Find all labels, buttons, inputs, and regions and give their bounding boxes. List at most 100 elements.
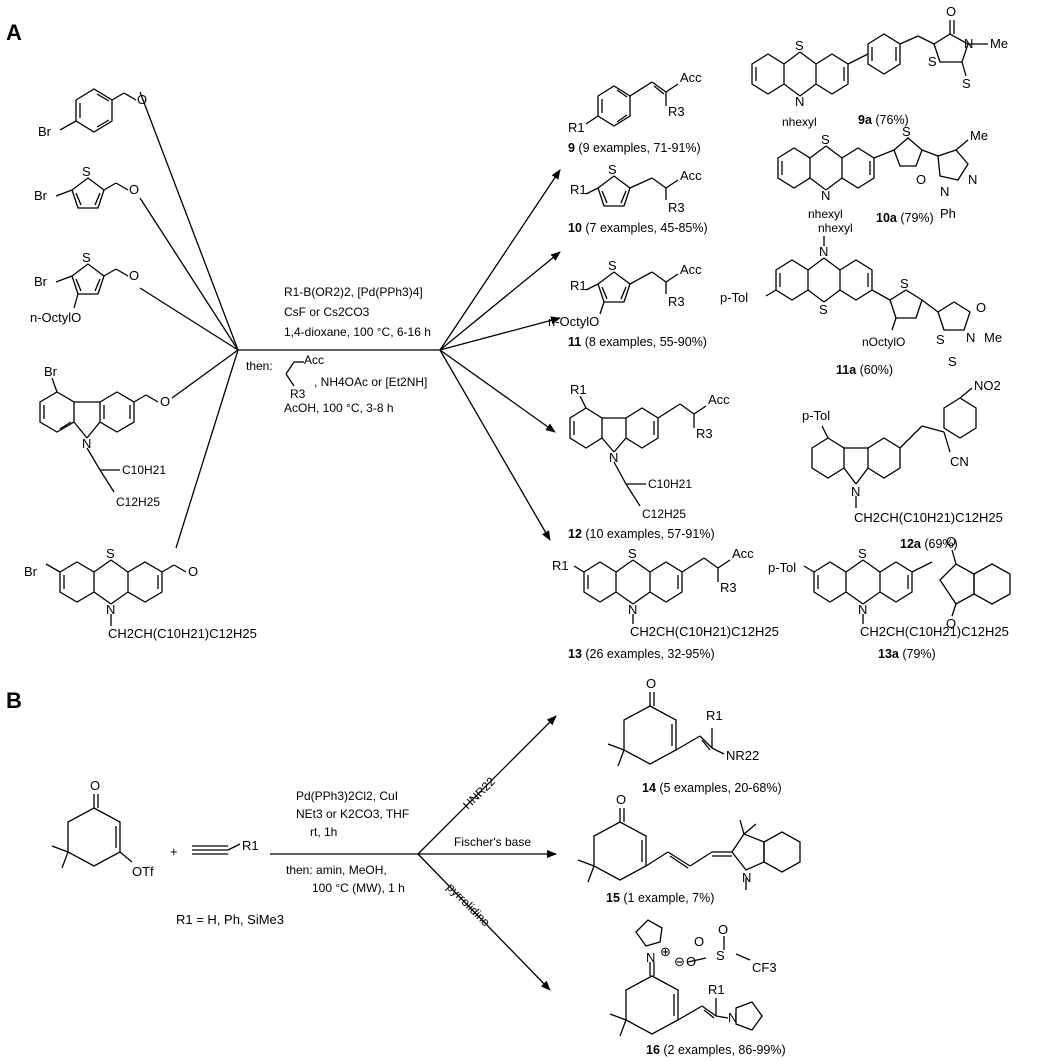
r1-label: R1 [570,382,587,397]
n-label: N [646,950,655,965]
s-label: S [858,546,867,561]
r1-label: R1 [570,182,587,197]
br-label: Br [44,364,58,379]
n-label: N [968,172,977,187]
product-number: 10 [568,221,582,235]
condition-line: R3 [290,387,306,401]
example-number: 13a [878,647,900,661]
s-label: S [821,132,830,147]
product-9: Acc R3 R1 9 (9 examples, 71-91%) [568,70,702,155]
svg-text:10a (79%): 10a (79%) [876,211,934,225]
svg-text:12a (69%): 12a (69%) [900,537,958,551]
r1-label: R1 [708,982,725,997]
svg-text:15 (1 example, 7%): 15 (1 example, 7%) [606,891,714,905]
plus-sign: + [170,844,178,859]
condition-line: Pd(PPh3)2Cl2, CuI [296,789,398,803]
condition-line: Acc [304,353,324,367]
converge-line [139,91,239,351]
product-arrow [439,349,551,541]
example-caption: (60%) [856,363,893,377]
svg-text:10 (7 examples, 45-85%): 10 (7 examples, 45-85%) [568,221,708,235]
example-caption: (79%) [899,647,936,661]
o-label: O [646,676,656,691]
product-caption: (8 examples, 55-90%) [581,335,707,349]
s-label: S [608,258,617,273]
charge-minus: ⊖ [674,954,685,969]
converge-line [139,197,239,351]
n-label: N [851,484,860,499]
s-label: S [716,948,725,963]
condition-line: then: amin, MeOH, [286,863,387,877]
product-caption: (10 examples, 57-91%) [582,527,715,541]
reactant-carbazole: Br O N C10H21 C12H25 [39,364,170,509]
r3-label: R3 [720,580,737,595]
acc-label: Acc [708,392,730,407]
example-12a: p-Tol N NO2 CN CH2CH(C10H21)C12H25 12a (… [802,378,1003,551]
s-label: S [628,546,637,561]
s-label: S [82,250,91,265]
o-label: O [946,616,956,631]
acc-label: Acc [680,70,702,85]
arrow-label-bottom: pyrrolidine [444,880,493,929]
example-10a: S N nhexyl S Me O N N Ph 10a (79%) [777,124,988,225]
n-label: N [628,602,637,617]
o-label: O [160,394,170,409]
o-label: O [718,922,728,937]
o-label: O [916,172,926,187]
product-11: S Acc R3 R1 n-OctylO 11 (8 examples, 55-… [548,258,707,349]
example-9a: S N nhexyl O N Me S S 9a (76%) [751,4,1008,129]
o-label: O [616,792,626,807]
condition-line: CsF or Cs2CO3 [284,305,370,319]
s-label: S [962,76,971,91]
me-label: Me [990,36,1008,51]
example-caption: (69%) [921,537,958,551]
reactant-octyloxy-thiophene: S Br O n-OctylO [30,250,139,325]
example-number: 12a [900,537,922,551]
svg-text:9 (9 examples, 71-91%): 9 (9 examples, 71-91%) [568,141,701,155]
chain-label: CH2CH(C10H21)C12H25 [630,624,779,639]
condition-line: AcOH, 100 °C, 3-8 h [284,401,394,415]
acc-label: Acc [680,262,702,277]
otf-label: OTf [132,864,154,879]
hexyl-label: nhexyl [782,115,817,129]
c10-label: C10H21 [122,463,166,477]
reactant-bromothiophene: S Br O [34,164,139,209]
o-label: O [946,534,956,549]
condition-line: then: [246,359,273,373]
ptol-label: p-Tol [768,560,796,575]
c12-label: C12H25 [116,495,160,509]
example-number: 10a [876,211,898,225]
example-caption: (76%) [872,113,909,127]
s-label: S [82,164,91,179]
n-label: N [819,244,828,259]
o-minus-label: O [686,954,696,969]
example-11a: nhexyl N S p-Tol S nOctylO O N Me S S 11… [720,221,1002,377]
noctylo-label: nOctylO [862,335,905,349]
conditions-b: Pd(PPh3)2Cl2, CuI NEt3 or K2CO3, THF rt,… [286,789,409,895]
br-label: Br [24,564,38,579]
o-label: O [137,92,147,107]
r3-label: R3 [668,294,685,309]
s-label: S [900,276,909,291]
s-label: S [106,546,115,561]
product-caption: (1 example, 7%) [620,891,714,905]
product-12: R1 Acc R3 N C10H21 C12H25 12 (10 example… [568,382,730,541]
r1-label: R1 [552,558,569,573]
n-label: N [940,184,949,199]
br-label: Br [34,188,48,203]
converge-line [175,349,239,549]
cf3-label: CF3 [752,960,777,975]
condition-line: rt, 1h [310,825,337,839]
n-label: N [964,36,973,51]
r1-definition: R1 = H, Ph, SiMe3 [176,912,284,927]
o-label: O [90,778,100,793]
reactant-enone-triflate: O OTf [51,778,154,879]
svg-text:13 (26 examples, 32-95%): 13 (26 examples, 32-95%) [568,647,715,661]
octyl-label: n-OctylO [548,314,599,329]
example-number: 11a [836,363,857,377]
product-16: N ⊕ ⊖ O S O O CF3 R1 N 16 (2 examples, 8… [609,919,786,1057]
example-caption: (79%) [897,211,934,225]
br-label: Br [38,124,52,139]
n-label: N [742,870,751,885]
